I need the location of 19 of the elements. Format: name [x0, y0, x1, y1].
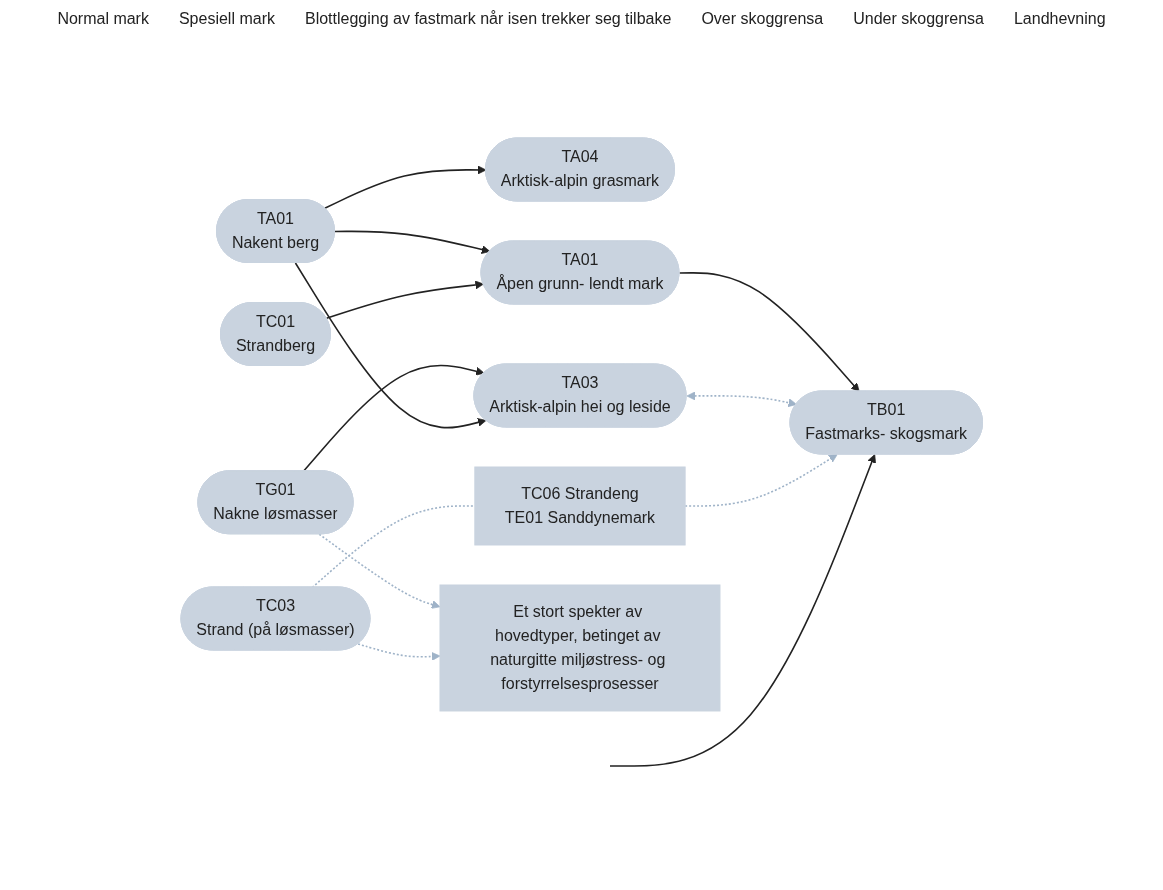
- arrow: [302, 364, 485, 472]
- arrow: [294, 261, 487, 429]
- arrow: [333, 230, 491, 254]
- arrow: [686, 391, 797, 407]
- diagram-label: Under skoggrensa: [852, 9, 985, 29]
- diagram-label: Over skoggrensa: [700, 9, 825, 29]
- arrow: [325, 280, 484, 319]
- arrow: [357, 642, 441, 661]
- diagram-label: Spesiell mark: [177, 9, 276, 29]
- node-box: TC06 Strandeng TE01 Sanddynemark: [474, 466, 686, 545]
- node-box: Et stort spekter av hovedtyper, betinget av naturgitte miljøstress- og forstyrrelsesprosesser: [439, 584, 721, 711]
- arrow: [318, 532, 441, 609]
- diagram-label: Landhevning: [1012, 9, 1107, 29]
- arrow: [678, 271, 860, 392]
- arrow: [684, 453, 838, 507]
- arrow: [608, 453, 876, 767]
- arrow: [323, 165, 487, 209]
- diagram-label: Blottlegging av fastmark når isen trekker seg tilbake: [303, 9, 673, 29]
- diagram-label: Normal mark: [56, 9, 150, 29]
